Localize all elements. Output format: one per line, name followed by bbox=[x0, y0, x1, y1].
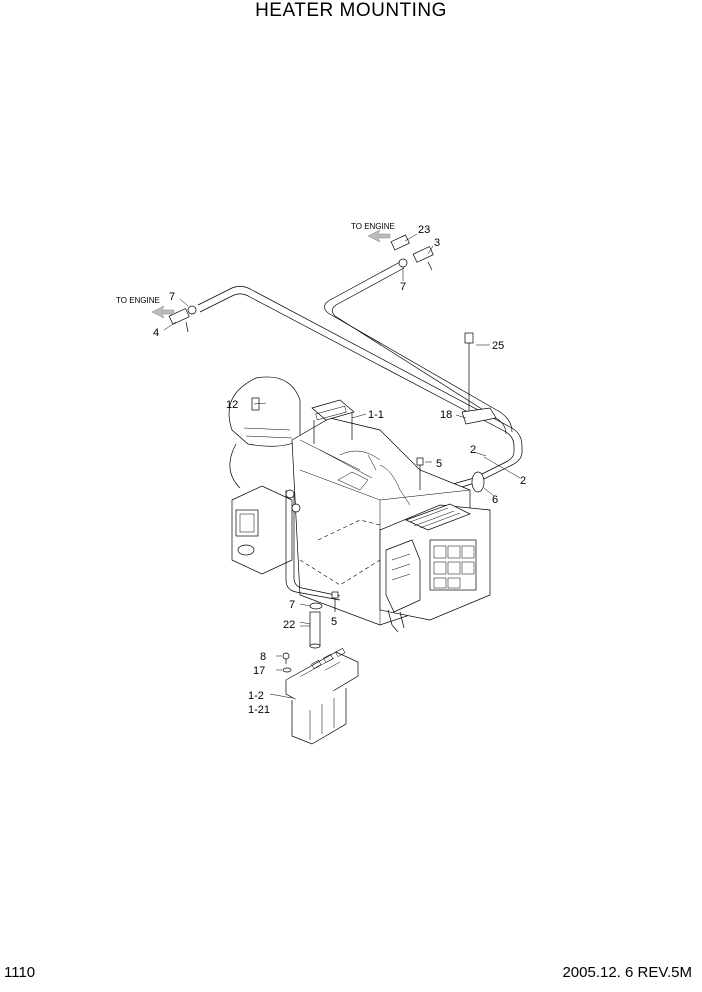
label-12: 12 bbox=[226, 399, 238, 411]
control-panel bbox=[269, 648, 359, 745]
drain-hose bbox=[299, 591, 339, 649]
hose-clamp bbox=[471, 451, 521, 497]
label-5-low: 5 bbox=[331, 616, 337, 628]
heater-hose-routing bbox=[197, 261, 523, 501]
label-6: 6 bbox=[492, 494, 498, 506]
label-25: 25 bbox=[492, 340, 504, 352]
label-3: 3 bbox=[434, 237, 440, 249]
left-fittings bbox=[151, 298, 197, 333]
label-1-21: 1-21 bbox=[248, 704, 270, 716]
label-7-low: 7 bbox=[289, 599, 295, 611]
label-5-top: 5 bbox=[436, 458, 442, 470]
heater-unit bbox=[228, 376, 491, 633]
revision-date: 2005.12. 6 REV.5M bbox=[562, 964, 692, 981]
label-2-b: 2 bbox=[520, 475, 526, 487]
label-8: 8 bbox=[260, 651, 266, 663]
label-to-engine-left: TO ENGINE bbox=[116, 296, 160, 305]
page-number: 1110 bbox=[4, 964, 36, 981]
top-fittings bbox=[367, 229, 434, 281]
leader-lines bbox=[253, 402, 367, 671]
label-1-2: 1-2 bbox=[248, 690, 264, 702]
clamp-and-bolt bbox=[455, 332, 497, 425]
label-22: 22 bbox=[283, 619, 295, 631]
label-7-top: 7 bbox=[400, 281, 406, 293]
label-2-a: 2 bbox=[470, 444, 476, 456]
label-23: 23 bbox=[418, 224, 430, 236]
label-4: 4 bbox=[153, 327, 159, 339]
label-17: 17 bbox=[253, 665, 265, 677]
label-1-1: 1-1 bbox=[368, 409, 384, 421]
part-labels: TO ENGINE 23 3 7 TO ENGINE 7 4 25 12 1-1… bbox=[116, 222, 526, 716]
label-18: 18 bbox=[440, 409, 452, 421]
page-title: HEATER MOUNTING bbox=[255, 0, 447, 21]
label-to-engine-top: TO ENGINE bbox=[351, 222, 395, 231]
label-7-left: 7 bbox=[169, 291, 175, 303]
